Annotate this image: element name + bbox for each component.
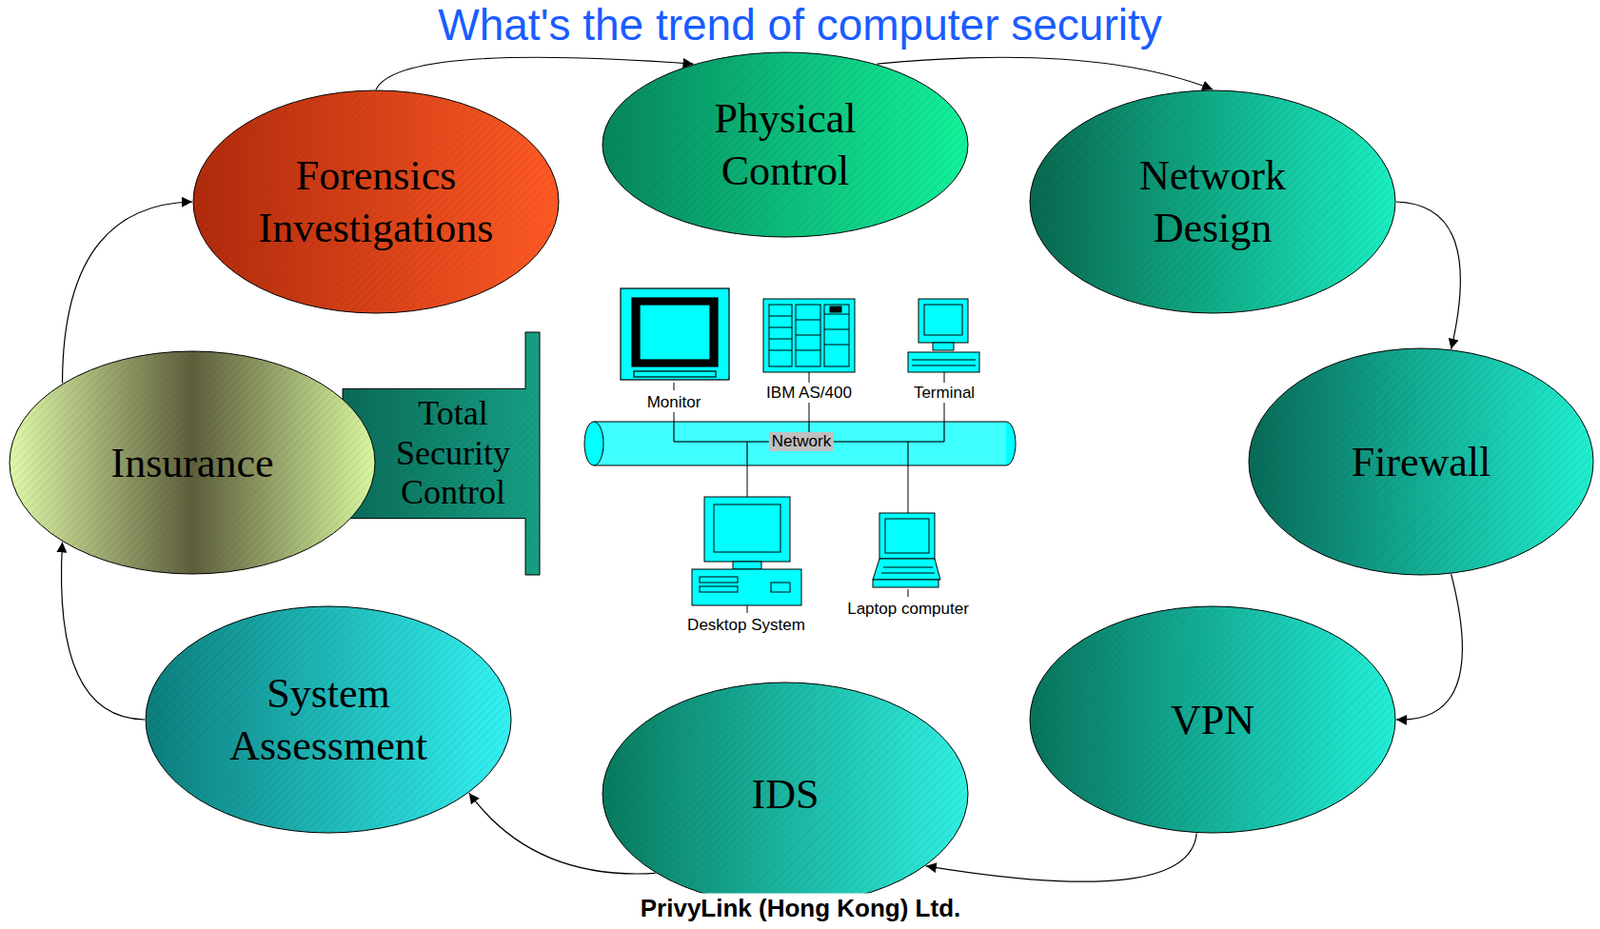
process-ellipse: Physical Control [601, 51, 969, 238]
cycle-arrow [926, 833, 1197, 883]
ellipse-shape [144, 605, 513, 834]
ellipse-shape [192, 89, 560, 315]
block-arrow: Total Security Control [380, 332, 540, 575]
node-label: Network Design [1088, 149, 1337, 255]
network-label: Network [769, 432, 834, 452]
node-label: IDS [751, 768, 820, 821]
cycle-arrow [1396, 201, 1461, 350]
node-label: Firewall [1351, 435, 1492, 489]
process-ellipse: System Assessment [144, 605, 513, 834]
process-ellipse: VPN [1028, 605, 1397, 834]
device-label: Monitor [647, 393, 702, 413]
node-label: Insurance [110, 436, 274, 490]
device-label: IBM AS/400 [766, 383, 852, 403]
process-ellipse: Firewall [1247, 347, 1595, 576]
node-label: Physical Control [661, 92, 909, 198]
node-label: System Assessment [204, 667, 453, 772]
cycle-arrow [60, 541, 145, 720]
node-label: Forensics Investigations [252, 149, 500, 255]
device-label: Laptop computer [847, 599, 969, 619]
cycle-arrow [1396, 573, 1462, 720]
cycle-arrow [877, 57, 1214, 90]
device-label: Terminal [913, 383, 975, 403]
diagram-title: What's the trend of computer security [0, 0, 1600, 50]
node-label: VPN [1170, 693, 1255, 747]
process-ellipse: Insurance [8, 350, 376, 575]
process-ellipse: IDS [601, 681, 969, 907]
company-footer: PrivyLink (Hong Kong) Ltd. [637, 893, 965, 924]
ellipse-shape [601, 51, 969, 238]
process-ellipse: Forensics Investigations [192, 89, 560, 315]
device-label: Desktop System [687, 615, 806, 635]
process-ellipse: Network Design [1028, 89, 1397, 315]
ellipse-shape [1028, 89, 1397, 315]
node-label: Total Security Control [386, 394, 520, 513]
